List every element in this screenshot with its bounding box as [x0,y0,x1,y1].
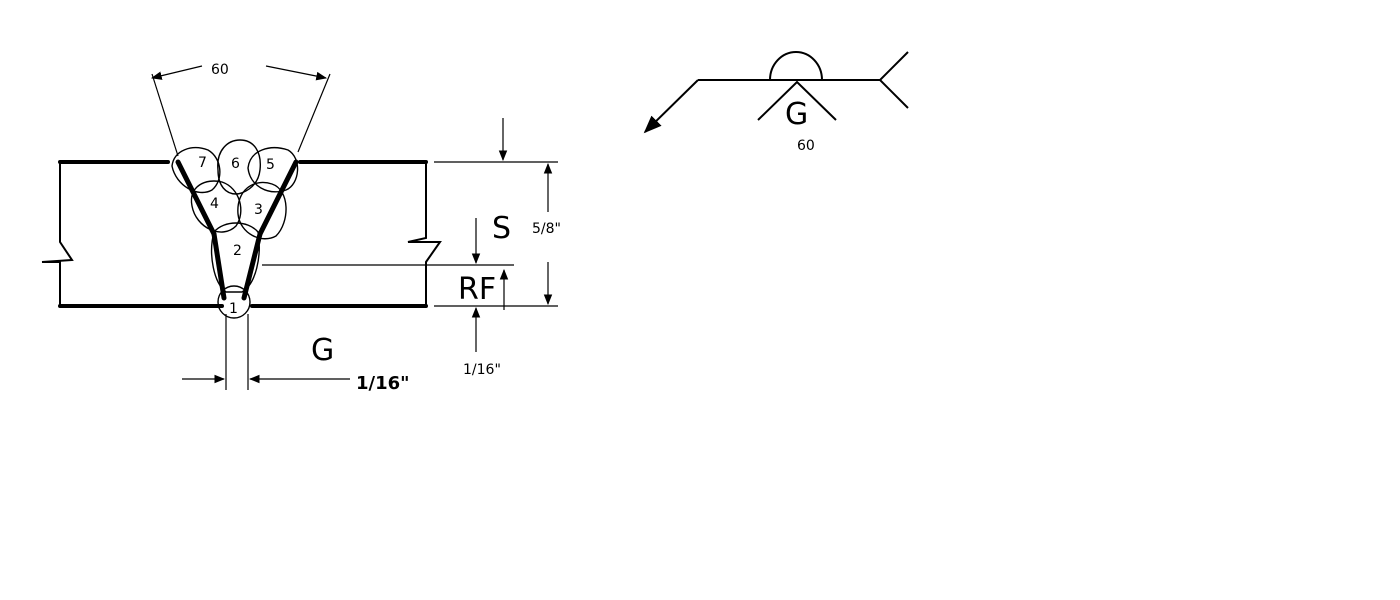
bead-6 [217,139,261,195]
groove-angle-label: 60 [211,62,229,78]
bead-5 [247,147,299,193]
depth-label: S [492,211,511,246]
pass-3: 3 [254,202,263,218]
joint-cross-section: 1 2 3 4 5 6 7 60 5/8" [41,62,561,394]
bead-1 [217,285,251,319]
root-gap-dimension: G 1/16" [182,314,410,394]
thickness-dimensions: 5/8" S RF 1/16" [262,118,561,378]
groove-bevel [175,159,299,301]
root-face-label: RF [458,272,496,307]
left-plate [41,160,224,308]
groove-angle-dimension: 60 [150,62,331,157]
right-plate [250,160,442,308]
root-gap-value: 1/16" [356,373,410,394]
thickness-label: 5/8" [532,221,561,237]
arrow-line [643,79,699,134]
pass-1: 1 [229,301,238,317]
pass-4: 4 [210,196,219,212]
root-face-value: 1/16" [463,362,501,378]
bead-7 [171,147,221,194]
bead-4 [190,180,242,233]
pass-5: 5 [266,157,275,173]
pass-7: 7 [198,155,207,171]
bead-3 [237,181,287,240]
melt-through-symbol [769,51,823,81]
symbol-groove-angle: 60 [797,138,815,154]
welding-symbol: G 60 [643,51,909,154]
weld-beads [171,139,299,319]
pass-2: 2 [233,243,242,259]
v-groove-symbol [757,80,837,121]
pass-6: 6 [231,156,240,172]
symbol-root-opening: G [785,97,808,132]
pass-numbers: 1 2 3 4 5 6 7 [198,155,275,317]
symbol-tail [878,51,909,109]
root-gap-label: G [311,333,334,368]
bead-2 [211,222,260,293]
